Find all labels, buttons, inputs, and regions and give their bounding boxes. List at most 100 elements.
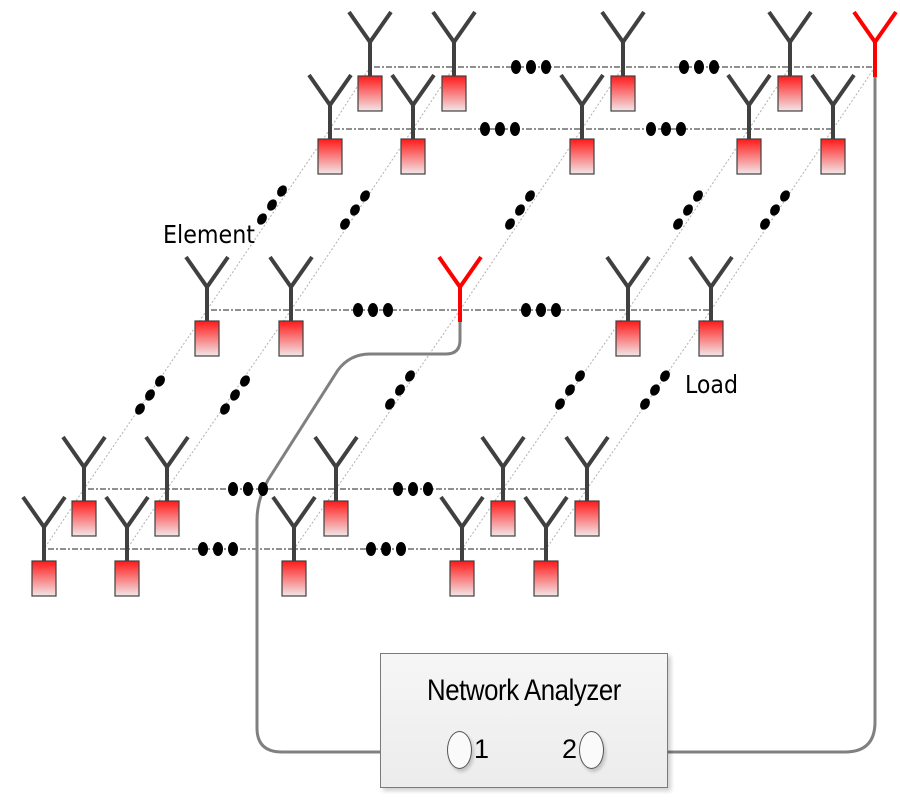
ellipsis-dot — [780, 190, 790, 202]
column-line — [627, 128, 750, 311]
ellipsis-dot — [350, 204, 360, 216]
ellipsis-dot — [515, 204, 525, 216]
antenna-icon — [21, 495, 67, 531]
load-box — [400, 138, 426, 175]
column-line — [832, 66, 876, 130]
column-line — [166, 309, 292, 490]
load-box — [820, 138, 846, 175]
ellipsis-dot — [277, 185, 287, 197]
column-line — [545, 488, 588, 550]
column-line — [293, 488, 337, 550]
ellipsis-dot — [510, 122, 520, 136]
load-box — [71, 500, 97, 537]
antenna-icon — [688, 255, 734, 291]
ellipsis-dot — [145, 389, 155, 401]
antenna-element — [21, 495, 67, 597]
load-box — [490, 500, 516, 537]
ellipsis-dot — [396, 542, 406, 556]
ellipsis-dot — [360, 190, 370, 202]
antenna-element — [523, 495, 569, 597]
ellipsis-dot — [693, 190, 703, 202]
load-box — [449, 560, 475, 597]
antenna-icon — [767, 10, 813, 46]
ellipsis-dot — [155, 375, 165, 387]
antenna-element — [390, 73, 436, 175]
load-box — [194, 320, 220, 357]
ellipsis-dot — [366, 542, 376, 556]
ellipsis-dot — [228, 542, 238, 556]
ellipsis-dot — [505, 218, 515, 230]
antenna-element — [184, 255, 230, 357]
ellipsis-dot — [135, 403, 145, 415]
port-2-label: 2 — [562, 734, 578, 764]
ellipsis-dot — [230, 389, 240, 401]
ellipsis-dot — [240, 375, 250, 387]
ellipsis-dot — [673, 218, 683, 230]
port-2-connector[interactable] — [579, 731, 604, 769]
antenna-element — [605, 255, 651, 357]
load-box — [569, 138, 595, 175]
antenna-icon — [523, 495, 569, 531]
cables — [255, 77, 877, 754]
antenna-icon — [104, 495, 150, 531]
load-box — [31, 560, 57, 597]
cable-port-2 — [590, 77, 877, 754]
load-box — [317, 138, 343, 175]
antenna-icon — [61, 435, 107, 471]
ellipsis-dot — [541, 60, 551, 74]
load-box — [357, 75, 383, 112]
load-box — [533, 560, 559, 597]
ellipsis-dot — [220, 403, 230, 415]
ellipsis-dot — [340, 218, 350, 230]
column-line — [502, 309, 629, 490]
column-line — [710, 128, 834, 311]
antenna-element — [559, 73, 605, 175]
ellipsis-dot — [525, 190, 535, 202]
ellipsis-dot — [381, 542, 391, 556]
ellipsis-dot — [368, 303, 378, 317]
load-box — [281, 560, 307, 597]
load-box — [441, 75, 467, 112]
antenna-element — [268, 255, 314, 357]
load-box — [114, 560, 140, 597]
load-box — [698, 320, 724, 357]
antenna-element — [431, 10, 477, 112]
antenna-icon — [431, 10, 477, 46]
ellipsis-dot — [694, 60, 704, 74]
antenna-icon — [439, 495, 485, 531]
load-box — [278, 320, 304, 357]
antenna-icon — [390, 73, 436, 109]
ellipsis-dot — [495, 122, 505, 136]
antenna-element — [726, 73, 772, 175]
ellipsis-dot — [395, 384, 405, 396]
antenna-icon — [480, 435, 526, 471]
active-antenna-icon — [437, 255, 483, 291]
column-line — [206, 128, 331, 311]
load-box — [610, 75, 636, 112]
ellipsis-marks — [135, 60, 790, 556]
load-box — [574, 500, 600, 537]
column-line — [290, 128, 414, 311]
antenna-icon — [564, 435, 610, 471]
ellipsis-dot — [760, 218, 770, 230]
ellipsis-dot — [353, 303, 363, 317]
antenna-icon — [559, 73, 605, 109]
ellipsis-dot — [267, 199, 277, 211]
antenna-icon — [307, 73, 353, 109]
antenna-icon — [605, 255, 651, 291]
column-line — [459, 128, 583, 311]
antenna-icon — [268, 255, 314, 291]
ellipsis-dot — [770, 204, 780, 216]
antenna-icon — [184, 255, 230, 291]
antenna-element — [767, 10, 813, 112]
ellipsis-dot — [640, 398, 650, 410]
ellipsis-dot — [258, 482, 268, 496]
ellipsis-dot — [555, 398, 565, 410]
ellipsis-dot — [660, 370, 670, 382]
antenna-element — [144, 435, 190, 537]
antenna-element — [688, 255, 734, 357]
antenna-element — [307, 73, 353, 175]
ellipsis-dot — [511, 60, 521, 74]
port-1-connector[interactable] — [447, 731, 472, 769]
